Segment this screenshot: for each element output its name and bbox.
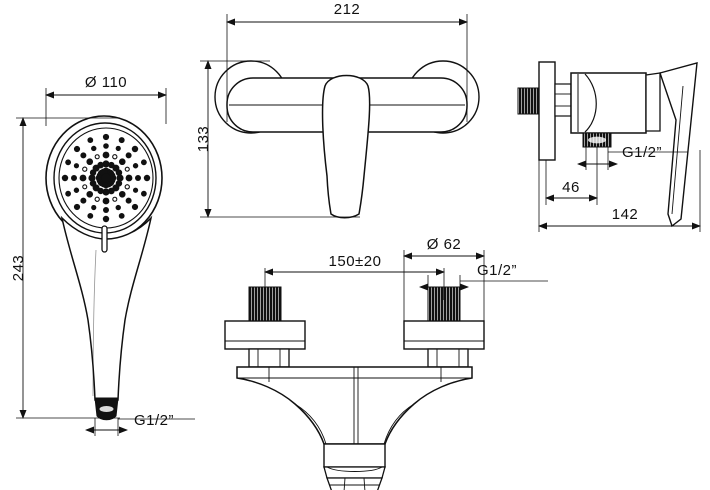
handshower-view: Ø 110 243 G1/2” xyxy=(10,74,195,436)
left-hex-nut xyxy=(248,348,290,368)
dim-label-243: 243 xyxy=(10,255,27,282)
left-escutcheon xyxy=(224,320,306,350)
dim-shower-length: 243 xyxy=(10,117,120,419)
mixer-front-view: 212 133 xyxy=(195,1,480,219)
right-escutcheon xyxy=(403,320,485,350)
dim-label-142: 142 xyxy=(612,206,639,223)
side-outlet-thread xyxy=(582,132,612,148)
dim-label-d110: Ø 110 xyxy=(85,74,127,91)
mixer-body-side xyxy=(570,72,647,134)
wall-flange xyxy=(538,61,556,161)
dim-mixer-width: 212 xyxy=(226,1,468,122)
dim-label-d62: Ø 62 xyxy=(427,236,462,253)
dim-centre-distance: 150±20 xyxy=(264,253,445,300)
handle-highlight xyxy=(92,249,97,397)
lever-arm-side xyxy=(659,62,698,228)
mixer-body-bottom xyxy=(236,366,473,445)
dim-bottom-thread: G1/2” xyxy=(419,262,548,300)
central-outlet xyxy=(323,443,386,490)
dim-escutcheon-diameter: Ø 62 xyxy=(403,236,485,325)
outlet-shoulder xyxy=(323,466,386,479)
mixer-bottom-view: 150±20 Ø 62 G1/2” xyxy=(224,236,548,490)
lever-handle xyxy=(321,74,371,219)
lever-root xyxy=(645,72,661,132)
dim-side-thread: G1/2” xyxy=(577,144,688,170)
dim-label-212: 212 xyxy=(334,1,361,18)
dim-side-projection: 142 xyxy=(538,150,701,232)
wall-thread-stub xyxy=(517,87,540,115)
right-hex-nut xyxy=(427,348,469,368)
coupling-nut xyxy=(554,83,572,117)
dim-shower-diameter: Ø 110 xyxy=(45,74,167,126)
spray-hole-pattern xyxy=(61,133,151,223)
shower-handle-body xyxy=(60,215,153,401)
dim-mixer-height: 133 xyxy=(195,60,360,218)
dim-label-g12-side: G1/2” xyxy=(622,144,662,161)
outlet-collar xyxy=(323,443,386,468)
outlet-nut xyxy=(326,477,383,490)
dim-label-g12-bottom: G1/2” xyxy=(477,262,517,279)
dim-label-150: 150±20 xyxy=(329,253,382,270)
spray-mode-slot xyxy=(101,225,108,253)
dim-wall-to-outlet: 46 xyxy=(545,147,598,205)
hose-connector xyxy=(94,397,119,421)
dim-shower-thread: G1/2” xyxy=(85,412,195,436)
dim-label-46: 46 xyxy=(562,179,580,196)
mixer-side-view: G1/2” 46 142 xyxy=(517,61,701,232)
cartridge-curve xyxy=(584,73,597,133)
lever-arm-crease xyxy=(671,85,684,215)
dim-label-g12-shower: G1/2” xyxy=(134,412,174,429)
dim-label-133: 133 xyxy=(195,126,212,153)
left-connector-assembly xyxy=(224,286,306,368)
